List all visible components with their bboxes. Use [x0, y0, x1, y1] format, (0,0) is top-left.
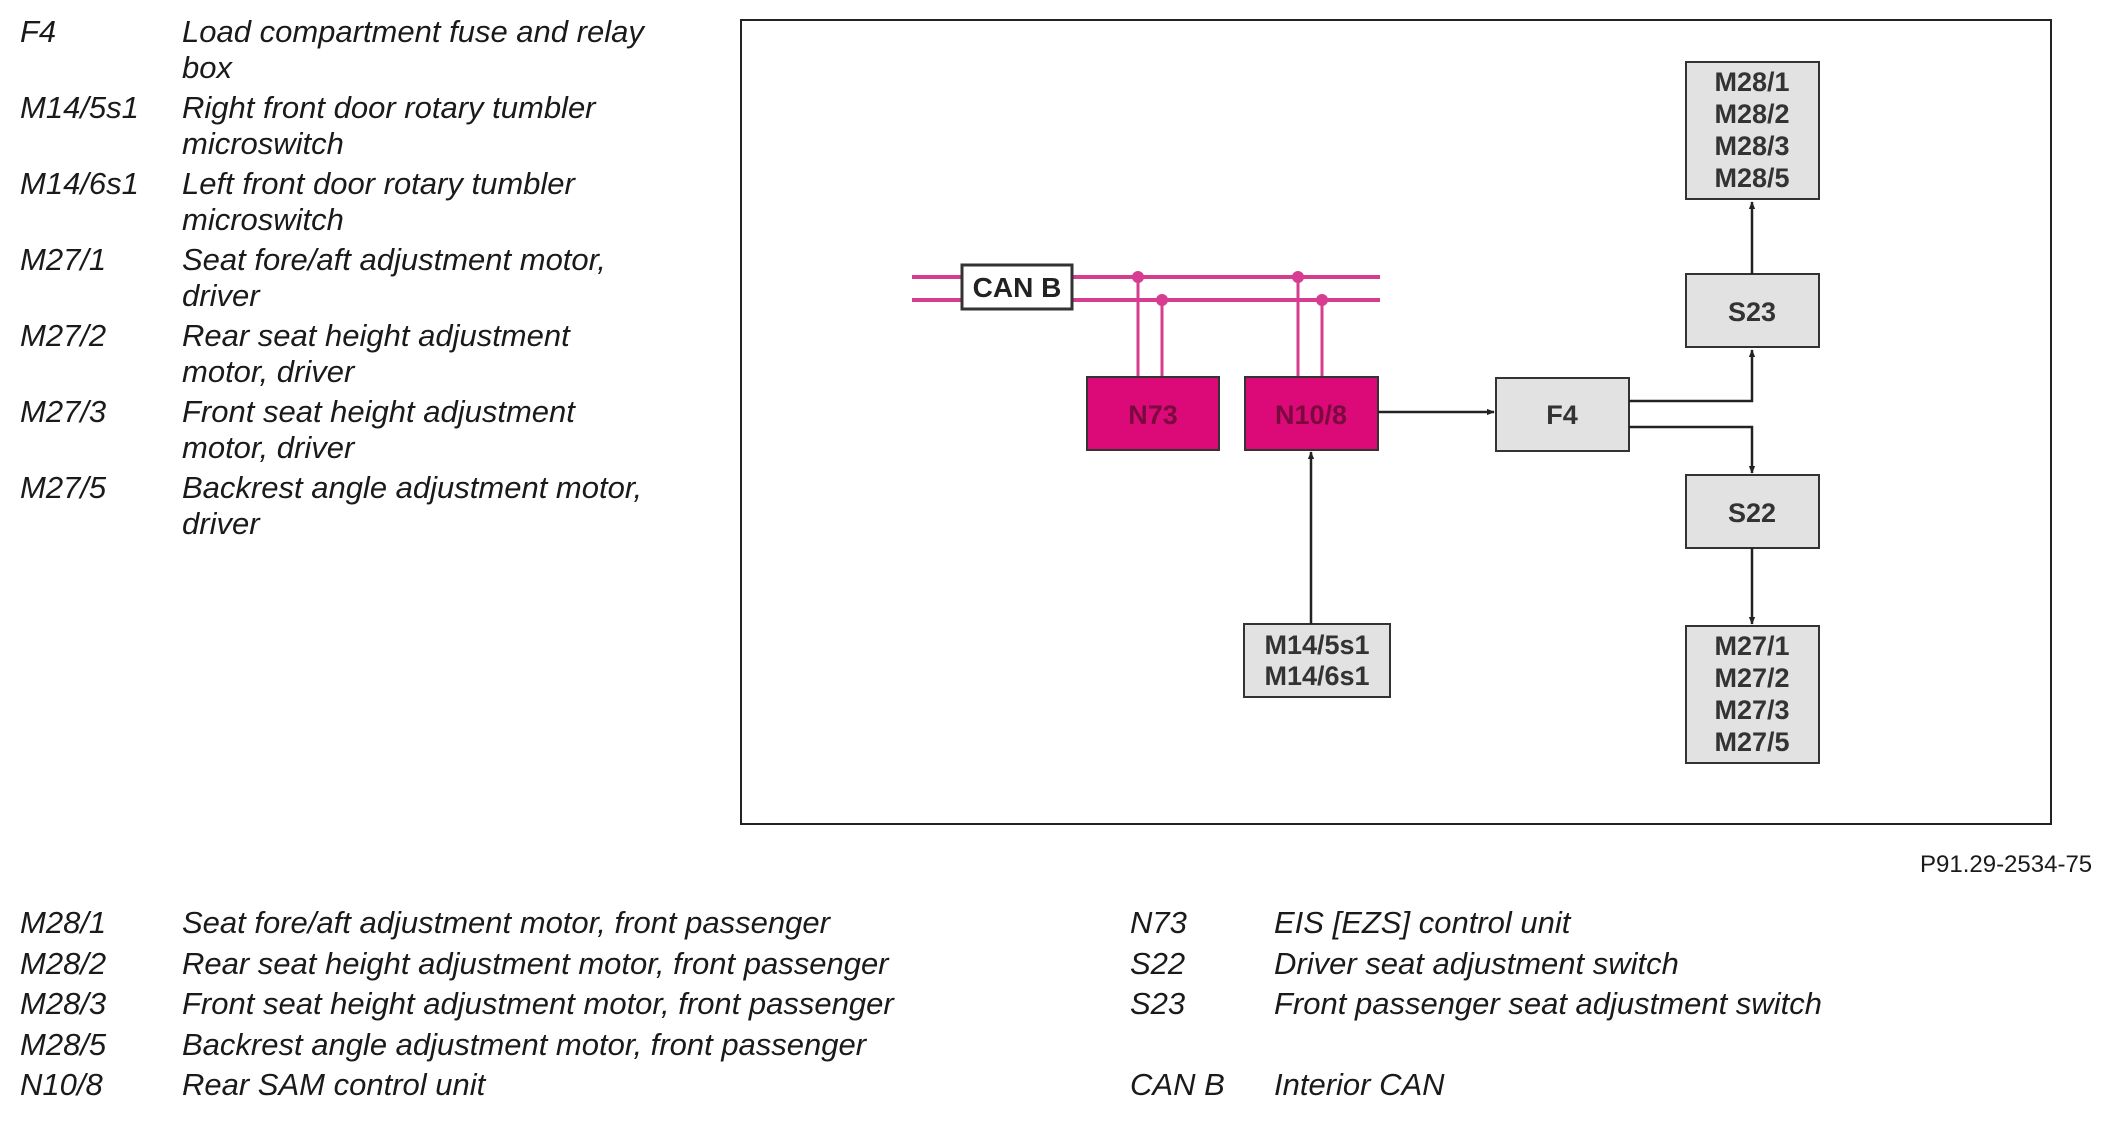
f4-box [1495, 377, 1630, 452]
legend-code: M28/2 [20, 945, 107, 981]
n73-label: N73 [1128, 400, 1178, 430]
n10-8-label: N10/8 [1275, 400, 1347, 430]
legend-code: M28/3 [20, 986, 107, 1021]
figure-id: P91.29-2534-75 [1920, 851, 2093, 878]
legend-code: F4 [20, 14, 57, 49]
legend-description: Interior CAN [1274, 1067, 1445, 1102]
legend-code: M28/1 [20, 905, 107, 940]
legend-code: M14/6s1 [20, 166, 139, 201]
legend-code: M14/5s1 [20, 90, 139, 125]
legend-description: Driver seat adjustment switch [1274, 945, 1679, 981]
legend-bottom-right: N73 EIS [EZS] control unit S22 Driver se… [1130, 905, 1822, 1108]
arrow-f4-to-s22 [1629, 425, 1756, 474]
can-junction-n73-high [1132, 271, 1144, 283]
legend-description: Rear seat height adjustment motor, front… [182, 945, 889, 981]
diagram-frame [740, 19, 2052, 825]
legend-top: F4 Load compartment fuse and relay box M… [20, 14, 652, 546]
legend-code: M28/5 [20, 1026, 107, 1062]
legend-item-m28-3: M28/3 Front seat height adjustment motor… [20, 986, 894, 1027]
legend-item-m14-5s1: M14/5s1 Right front door rotary tumbler … [20, 90, 652, 162]
legend-item-m27-1: M27/1 Seat fore/aft adjustment motor, dr… [20, 242, 652, 314]
m28-box [1685, 61, 1820, 200]
legend-description: Front passenger seat adjustment switch [1274, 986, 1822, 1021]
legend-description: Rear seat height adjustment motor, drive… [182, 318, 570, 389]
m28-3-label: M28/3 [1714, 131, 1789, 161]
m14-5s1-label: M14/5s1 [1264, 630, 1369, 660]
block-diagram: CAN B N73 N10/8 F4 S23 S22 M28/1 M28/2 M… [740, 19, 2052, 825]
m27-2-label: M27/2 [1714, 663, 1789, 693]
legend-description: Backrest angle adjustment motor, driver [182, 470, 643, 541]
legend-item-f4: F4 Load compartment fuse and relay box [20, 14, 652, 86]
legend-item-m27-5: M27/5 Backrest angle adjustment motor, d… [20, 470, 652, 542]
s23-box [1685, 273, 1820, 348]
legend-code: M27/5 [20, 470, 107, 505]
m14-box [1243, 623, 1391, 698]
legend-description: Seat fore/aft adjustment motor, front pa… [182, 905, 830, 940]
legend-item-m14-6s1: M14/6s1 Left front door rotary tumbler m… [20, 166, 652, 238]
legend-description: Front seat height adjustment motor, fron… [182, 986, 894, 1021]
legend-code: M27/1 [20, 242, 107, 277]
legend-item-m28-1: M28/1 Seat fore/aft adjustment motor, fr… [20, 905, 894, 946]
legend-item-can-b: CAN B Interior CAN [1130, 1067, 1822, 1108]
legend-item-s22: S22 Driver seat adjustment switch [1130, 946, 1822, 987]
legend-item-s23: S23 Front passenger seat adjustment swit… [1130, 986, 1822, 1027]
legend-code: S22 [1130, 945, 1186, 981]
m27-3-label: M27/3 [1714, 695, 1789, 725]
legend-description: Seat fore/aft adjustment motor, driver [182, 242, 606, 313]
legend-code: N10/8 [20, 1067, 103, 1102]
s23-label: S23 [1728, 297, 1776, 327]
legend-item-m28-5: M28/5 Backrest angle adjustment motor, f… [20, 1027, 894, 1068]
legend-item-m27-3: M27/3 Front seat height adjustment motor… [20, 394, 652, 466]
s22-label: S22 [1728, 498, 1776, 528]
n73-box [1086, 376, 1220, 451]
legend-description: Rear SAM control unit [182, 1067, 486, 1102]
legend-code: M27/2 [20, 318, 107, 353]
legend-item-m28-2: M28/2 Rear seat height adjustment motor,… [20, 946, 894, 987]
can-junction-n73-low [1156, 294, 1168, 306]
can-b-label: CAN B [973, 272, 1062, 303]
legend-code: CAN B [1130, 1067, 1225, 1102]
m28-2-label: M28/2 [1714, 99, 1789, 129]
legend-code: S23 [1130, 986, 1186, 1021]
legend-description: Front seat height adjustment motor, driv… [182, 394, 575, 465]
legend-description: Load compartment fuse and relay box [182, 14, 644, 85]
s22-box [1685, 474, 1820, 549]
m27-box [1685, 625, 1820, 764]
legend-description: EIS [EZS] control unit [1274, 905, 1571, 940]
legend-code: N73 [1130, 905, 1187, 940]
m27-1-label: M27/1 [1714, 631, 1789, 661]
legend-spacer [1130, 1027, 1822, 1068]
legend-description: Left front door rotary tumbler microswit… [182, 166, 575, 237]
arrow-f4-to-s23 [1629, 349, 1756, 403]
legend-code: M27/3 [20, 394, 107, 429]
can-b-label-box [960, 263, 1074, 311]
legend-description: Right front door rotary tumbler microswi… [182, 90, 596, 161]
n10-8-box [1244, 376, 1379, 451]
legend-bottom-left: M28/1 Seat fore/aft adjustment motor, fr… [20, 905, 894, 1108]
f4-label: F4 [1546, 400, 1578, 430]
legend-item-m27-2: M27/2 Rear seat height adjustment motor,… [20, 318, 652, 390]
m14-6s1-label: M14/6s1 [1264, 661, 1369, 691]
m28-1-label: M28/1 [1714, 67, 1789, 97]
legend-item-n73: N73 EIS [EZS] control unit [1130, 905, 1822, 946]
legend-item-n10-8: N10/8 Rear SAM control unit [20, 1067, 894, 1108]
m27-5-label: M27/5 [1714, 727, 1789, 757]
m28-5-label: M28/5 [1714, 163, 1789, 193]
can-junction-n10-8-low [1316, 294, 1328, 306]
can-junction-n10-8-high [1292, 271, 1304, 283]
legend-description: Backrest angle adjustment motor, front p… [182, 1026, 867, 1062]
